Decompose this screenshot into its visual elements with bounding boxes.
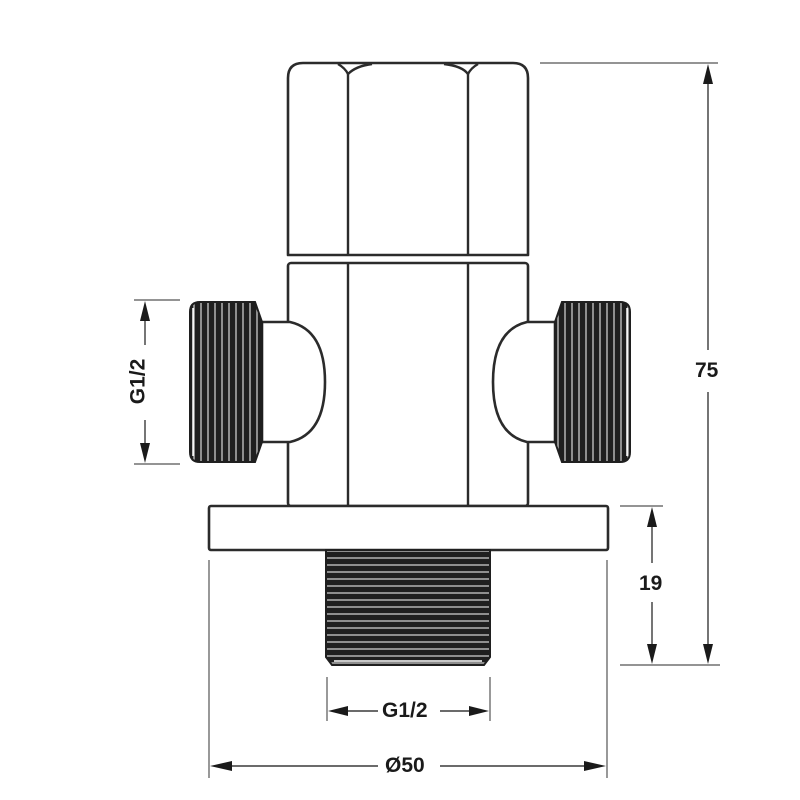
label-bottom-thread: G1/2 [379, 700, 431, 721]
dimension-bottom-thread [326, 677, 491, 721]
bottom-thread [325, 549, 491, 666]
base-flange [207, 504, 610, 552]
dimension-height-19 [620, 505, 663, 664]
label-side-thread: G1/2 [126, 355, 149, 408]
label-height-19: 19 [636, 573, 666, 594]
dimension-base-diameter [208, 560, 608, 778]
hex-cap [286, 61, 530, 257]
right-outlet [491, 301, 631, 463]
dimension-side-thread [134, 299, 180, 465]
dimension-height-75 [540, 62, 720, 666]
left-outlet [189, 301, 327, 463]
label-base-diameter: Ø50 [382, 755, 428, 776]
label-height-75: 75 [692, 360, 722, 381]
